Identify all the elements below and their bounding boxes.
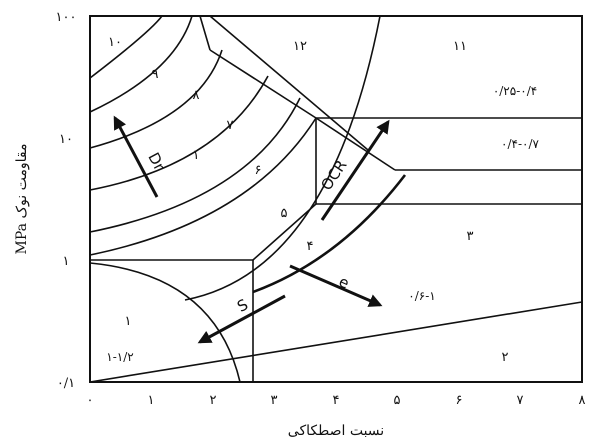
zone-label-6: ۶: [255, 163, 262, 178]
arrow-label-ocr: OCR: [317, 157, 350, 194]
x-tick-label: ۴: [333, 393, 340, 408]
x-tick-label: ۱: [148, 393, 155, 408]
y-tick-label: ۰/۱: [57, 376, 75, 391]
zone-boundaries: [89, 15, 583, 383]
x-tick-label: ۰: [87, 393, 94, 408]
dr-arrow: [113, 115, 159, 198]
y-tick-label: ۱: [63, 254, 70, 269]
zone-label-4: ۴: [307, 239, 314, 254]
zone-label-10: ۱۰: [108, 35, 122, 50]
x-tick-label: ۸: [579, 393, 586, 408]
x-tick-label: ۷: [517, 393, 524, 408]
y-tick-label: ۱۰: [59, 132, 73, 147]
x-axis-title: نسبت اصطکاکی: [288, 423, 384, 439]
arrow-label-e: e: [336, 272, 352, 292]
zone-label-2: ۲: [502, 350, 509, 365]
zone-labels: ۱ ۲ ۳ ۴ ۵ ۶ ۷ ۸ ۹ ۱۰ ۱۱ ۱۲ ۱: [108, 35, 508, 365]
zone-label-12: ۱۲: [293, 39, 307, 54]
y-axis-ticks: ۰/۱ ۱ ۱۰ ۱۰۰: [56, 10, 77, 391]
zone-label-5: ۵: [281, 206, 288, 221]
zone-label-1: ۱: [125, 314, 132, 329]
zone-label-9: ۹: [152, 67, 159, 82]
y-axis-title: مقاومت نوک MPa: [14, 144, 30, 255]
zone-label-7: ۷: [227, 118, 234, 133]
range-lower: ۰/۶-۱: [408, 289, 435, 303]
zone1-value: ۱-۱/۲: [106, 350, 133, 364]
s-arrow: [197, 294, 286, 344]
e-arrow: [289, 264, 383, 307]
x-axis-ticks: ۰ ۱ ۲ ۳ ۴ ۵ ۶ ۷ ۸: [87, 393, 586, 408]
arrow-label-dr: Dr: [144, 150, 169, 175]
range-upper: ۰/۲۵-۰/۴: [493, 84, 537, 98]
range-middle: ۰/۴-۰/۷: [501, 137, 539, 151]
zone-label-3: ۳: [467, 229, 474, 244]
zone-label-8: ۸: [193, 88, 200, 103]
arrow-label-s: S: [234, 295, 251, 315]
zone-label-11: ۱۱: [453, 39, 467, 54]
ocr-arrow: [320, 119, 390, 221]
x-tick-label: ۵: [394, 393, 401, 408]
zone-label-1-lower: ۱: [193, 148, 200, 163]
trend-arrows: [113, 115, 390, 344]
x-tick-label: ۳: [271, 393, 278, 408]
y-tick-label: ۱۰۰: [56, 10, 77, 25]
plot-frame: [89, 15, 583, 383]
x-tick-label: ۲: [210, 393, 217, 408]
x-tick-label: ۶: [456, 393, 463, 408]
